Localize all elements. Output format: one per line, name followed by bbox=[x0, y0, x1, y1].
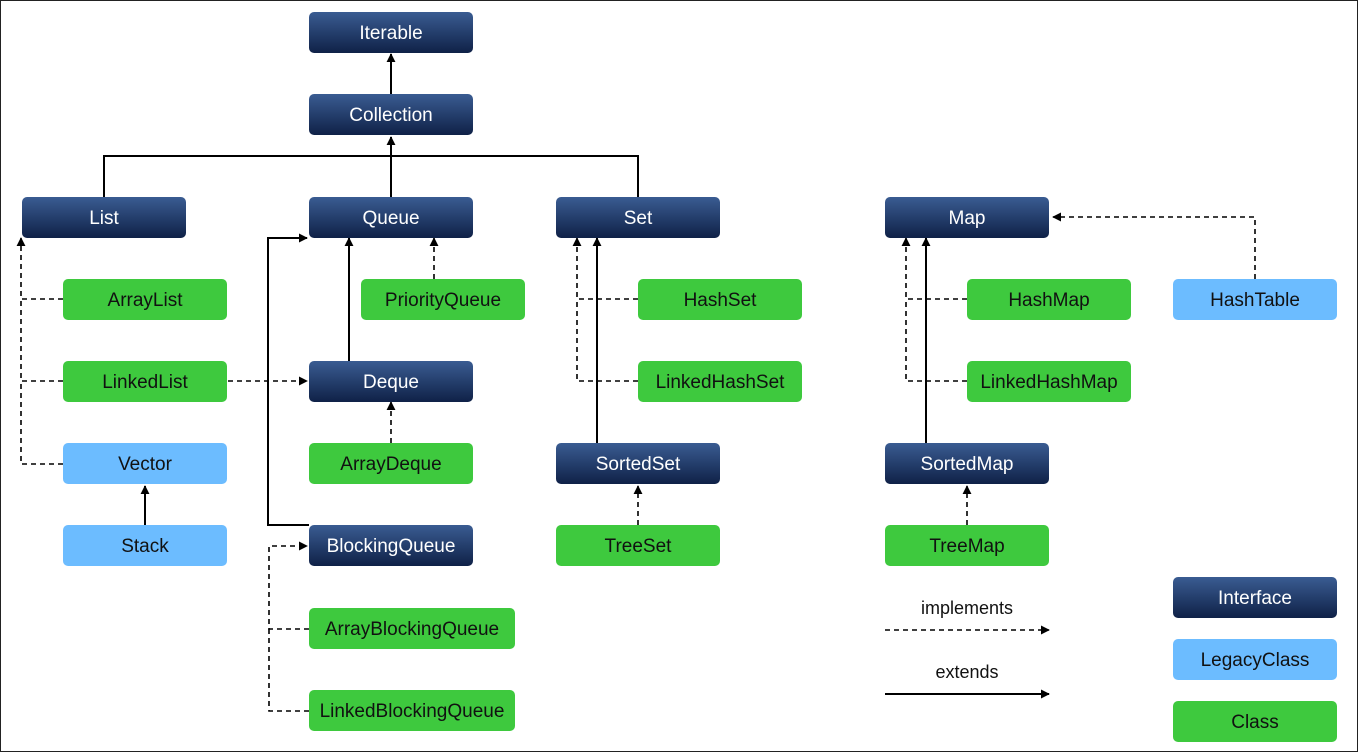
node-linkedhashset-label: LinkedHashSet bbox=[656, 372, 786, 393]
node-linkedhashmap: LinkedHashMap bbox=[967, 361, 1131, 402]
node-arrayblockingqueue: ArrayBlockingQueue bbox=[309, 608, 515, 649]
node-treemap: TreeMap bbox=[885, 525, 1049, 566]
node-linkedhashmap-label: LinkedHashMap bbox=[980, 372, 1117, 393]
node-linkedlist: LinkedList bbox=[63, 361, 227, 402]
node-map-label: Map bbox=[949, 208, 986, 229]
node-iterable: Iterable bbox=[309, 12, 473, 53]
legend-class-swatch: Class bbox=[1173, 701, 1337, 742]
edge-arraylist-to-list bbox=[16, 237, 63, 300]
node-hashmap: HashMap bbox=[967, 279, 1131, 320]
node-stack: Stack bbox=[63, 525, 227, 566]
edge-linkedhashmap-to-map bbox=[905, 299, 967, 382]
node-blockingqueue: BlockingQueue bbox=[309, 525, 473, 566]
node-arraydeque: ArrayDeque bbox=[309, 443, 473, 484]
node-sortedset-label: SortedSet bbox=[596, 454, 681, 475]
node-hashtable-label: HashTable bbox=[1210, 290, 1300, 311]
node-sortedmap-label: SortedMap bbox=[921, 454, 1014, 475]
edge-hashtable-to-map bbox=[1052, 212, 1256, 279]
node-priorityqueue: PriorityQueue bbox=[361, 279, 525, 320]
node-map: Map bbox=[885, 197, 1049, 238]
node-priorityqueue-label: PriorityQueue bbox=[385, 290, 501, 311]
legend-interface-swatch: Interface bbox=[1173, 577, 1337, 618]
node-stack-label: Stack bbox=[121, 536, 169, 557]
node-set: Set bbox=[556, 197, 720, 238]
node-arraylist: ArrayList bbox=[63, 279, 227, 320]
legend-extends-label: extends bbox=[935, 662, 998, 682]
edge-linkedblockingqueue-to-blockingqueue bbox=[268, 629, 309, 712]
node-hashtable: HashTable bbox=[1173, 279, 1337, 320]
node-arraylist-label: ArrayList bbox=[108, 290, 184, 311]
edge-hashmap-to-map bbox=[901, 237, 967, 300]
node-treeset-label: TreeSet bbox=[605, 536, 673, 557]
legend-implements-label: implements bbox=[921, 598, 1013, 618]
edge-list-set-branch bbox=[103, 155, 639, 197]
node-iterable-label: Iterable bbox=[359, 23, 422, 44]
node-arraydeque-label: ArrayDeque bbox=[340, 454, 441, 475]
node-set-label: Set bbox=[624, 208, 653, 229]
node-hashmap-label: HashMap bbox=[1008, 290, 1089, 311]
edge-vector-to-list bbox=[20, 381, 63, 465]
node-queue: Queue bbox=[309, 197, 473, 238]
node-collection: Collection bbox=[309, 94, 473, 135]
legend-class-label: Class bbox=[1231, 712, 1279, 733]
node-deque: Deque bbox=[309, 361, 473, 402]
legend-legacy-class-label: LegacyClass bbox=[1201, 650, 1310, 671]
node-linkedblockingqueue-label: LinkedBlockingQueue bbox=[320, 701, 505, 722]
legend-legacy-class-swatch: LegacyClass bbox=[1173, 639, 1337, 680]
node-sortedmap: SortedMap bbox=[885, 443, 1049, 484]
node-deque-label: Deque bbox=[363, 372, 419, 393]
node-blockingqueue-label: BlockingQueue bbox=[327, 536, 456, 557]
connector-layer bbox=[16, 53, 1256, 712]
edge-arrayblockingqueue-to-blockingqueue bbox=[268, 541, 309, 630]
node-linkedblockingqueue: LinkedBlockingQueue bbox=[309, 690, 515, 731]
node-linkedhashset: LinkedHashSet bbox=[638, 361, 802, 402]
node-vector: Vector bbox=[63, 443, 227, 484]
legend: implements extends Interface LegacyClass… bbox=[885, 577, 1337, 742]
node-sortedset: SortedSet bbox=[556, 443, 720, 484]
edge-hashset-to-set bbox=[572, 237, 638, 300]
edge-linkedhashset-to-set bbox=[576, 299, 638, 382]
node-linkedlist-label: LinkedList bbox=[102, 372, 188, 393]
node-treeset: TreeSet bbox=[556, 525, 720, 566]
node-list-label: List bbox=[89, 208, 119, 229]
node-list: List bbox=[22, 197, 186, 238]
legend-interface-label: Interface bbox=[1218, 588, 1292, 609]
node-collection-label: Collection bbox=[349, 105, 432, 126]
node-queue-label: Queue bbox=[362, 208, 419, 229]
node-vector-label: Vector bbox=[118, 454, 173, 475]
edge-linkedlist-to-list bbox=[20, 299, 63, 382]
node-hashset-label: HashSet bbox=[684, 290, 758, 311]
node-treemap-label: TreeMap bbox=[929, 536, 1004, 557]
node-hashset: HashSet bbox=[638, 279, 802, 320]
node-arrayblockingqueue-label: ArrayBlockingQueue bbox=[325, 619, 499, 640]
